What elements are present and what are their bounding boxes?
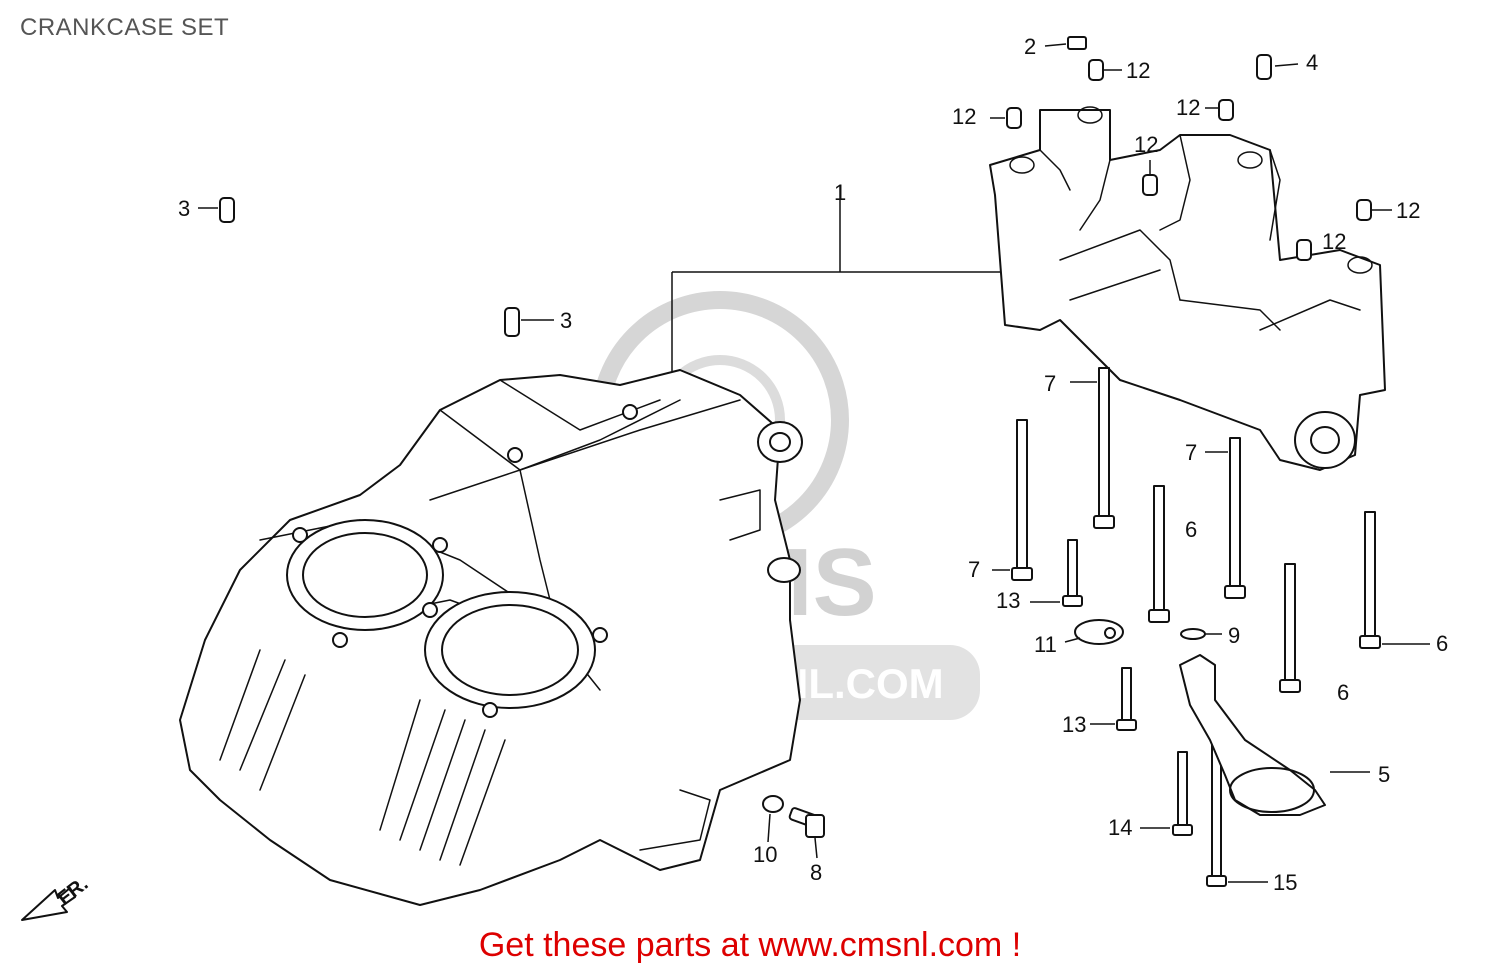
callout-6b: 6 — [1436, 631, 1448, 656]
crankcase-lower — [989, 106, 1386, 471]
callout-7c: 7 — [968, 557, 980, 582]
callout-9: 9 — [1228, 623, 1240, 648]
callout-1: 1 — [834, 180, 846, 205]
callout-7a: 7 — [1044, 371, 1056, 396]
dowel-pins — [1006, 59, 1372, 261]
bolts — [762, 367, 1381, 887]
callout-12d: 12 — [1134, 132, 1158, 157]
callout-11: 11 — [1034, 632, 1057, 657]
callout-6c: 6 — [1337, 680, 1349, 705]
front-direction-arrow: FR. — [21, 873, 92, 921]
callout-12c: 12 — [1176, 95, 1200, 120]
callout-6a: 6 — [1185, 517, 1197, 542]
footer-link[interactable]: Get these parts at www.cmsnl.com ! — [478, 926, 1022, 964]
callout-10: 10 — [753, 842, 777, 867]
small-fittings — [219, 36, 1272, 337]
callout-12e: 12 — [1396, 198, 1420, 223]
callout-13b: 13 — [1062, 712, 1086, 737]
callout-14: 14 — [1108, 815, 1132, 840]
oil-strainer — [1074, 619, 1326, 816]
crankcase-upper — [179, 369, 803, 906]
callout-13a: 13 — [996, 588, 1020, 613]
callout-8: 8 — [810, 860, 822, 885]
callout-2: 2 — [1024, 34, 1036, 59]
callout-12f: 12 — [1322, 229, 1346, 254]
callout-7b: 7 — [1185, 440, 1197, 465]
callout-labels: 1 2 12 4 12 12 12 12 12 3 3 7 7 6 7 13 1… — [178, 34, 1448, 895]
callout-12b: 12 — [952, 104, 976, 129]
callout-3a: 3 — [178, 196, 190, 221]
callout-5: 5 — [1378, 762, 1390, 787]
callout-12a: 12 — [1126, 58, 1150, 83]
leader-lines — [198, 43, 1430, 883]
callout-3b: 3 — [560, 308, 572, 333]
callout-15: 15 — [1273, 870, 1297, 895]
callout-bracket-1 — [671, 185, 1000, 372]
callout-4: 4 — [1306, 50, 1318, 75]
page-title: CRANKCASE SET — [20, 14, 230, 41]
